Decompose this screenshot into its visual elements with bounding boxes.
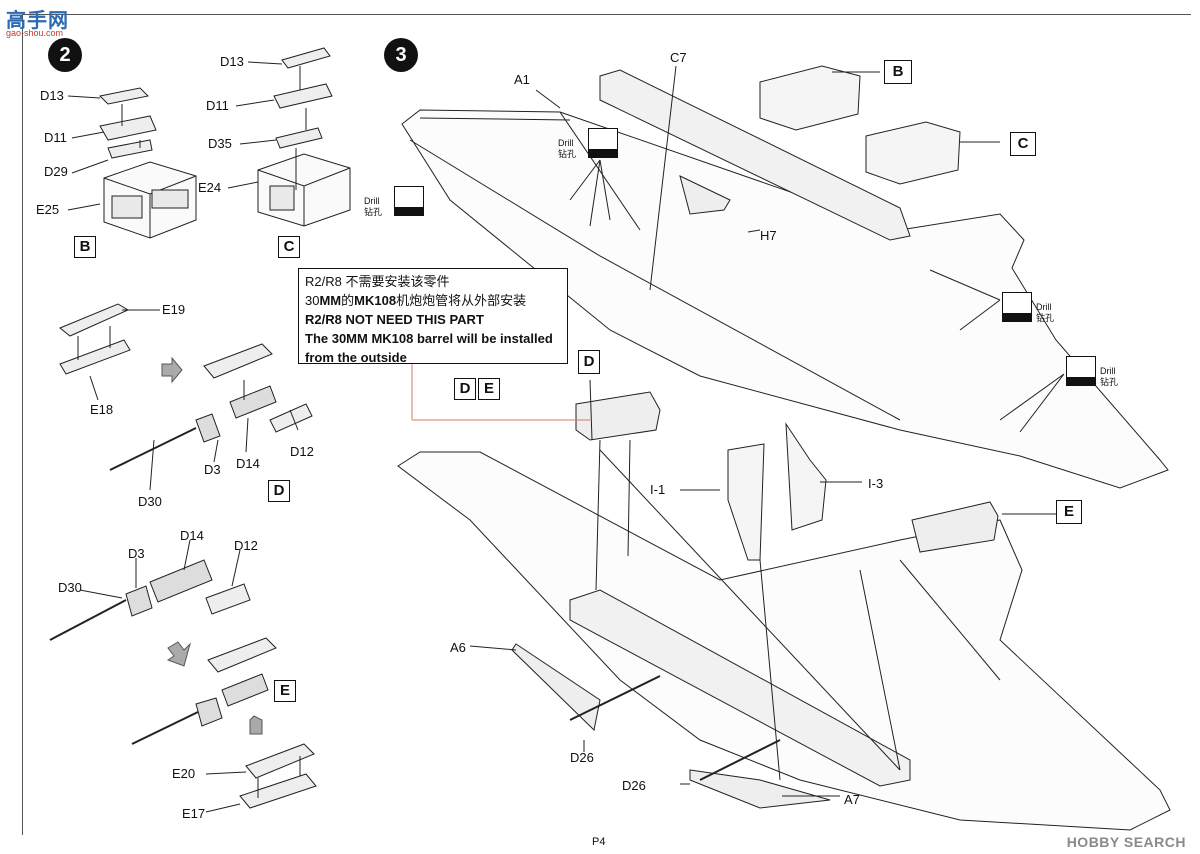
drill-text: Drill — [1036, 302, 1052, 312]
note-line-5: from the outside — [305, 350, 407, 365]
part-label-d26-a: D26 — [570, 750, 594, 765]
drill-text-cn: 钻孔 — [1036, 313, 1055, 323]
note-line-4: The 30MM MK108 barrel will be installed — [305, 331, 553, 346]
part-label-e20: E20 — [172, 766, 196, 781]
watermark: HOBBY SEARCH — [1066, 834, 1186, 850]
drill-icon — [1002, 292, 1032, 322]
gun-assembly-e-drawing — [49, 539, 317, 813]
part-label-a6: A6 — [450, 640, 466, 655]
part-label-a7: A7 — [844, 792, 860, 807]
part-label-c7: C7 — [670, 50, 687, 65]
part-label-e17: E17 — [182, 806, 206, 821]
part-label-d13: D13 — [40, 88, 64, 103]
step-number-3: 3 — [384, 38, 418, 72]
note-line-3: R2/R8 NOT NEED THIS PART — [305, 312, 484, 327]
callout-box-e-step2: E — [274, 680, 296, 702]
part-label-i3: I-3 — [868, 476, 884, 491]
callout-box-c: C — [278, 236, 300, 258]
site-logo-sub: gao-shou.com — [6, 28, 64, 38]
part-label-d11: D11 — [44, 130, 67, 145]
part-label-d30-b: D30 — [58, 580, 82, 595]
drill-icon — [394, 186, 424, 216]
gun-assembly-d-drawing — [109, 343, 313, 491]
note-line-1: R2/R8 不需要安装该零件 — [305, 274, 450, 289]
drill-icon — [1066, 356, 1096, 386]
callout-box-e-step3: E — [1056, 500, 1082, 524]
drill-text: Drill — [1100, 366, 1116, 376]
drill-text: Drill — [558, 138, 574, 148]
part-label-i1: I-1 — [650, 482, 666, 497]
part-label-d3-a: D3 — [204, 462, 221, 477]
part-label-e18: E18 — [90, 402, 114, 417]
page-frame — [22, 14, 1191, 835]
part-label-d26-b: D26 — [622, 778, 646, 793]
instruction-note: R2/R8 不需要安装该零件 30MM的MK108机炮炮管将从外部安装 R2/R… — [298, 268, 568, 365]
callout-box-b: B — [74, 236, 96, 258]
part-label-d14-b: D14 — [180, 528, 204, 543]
part-label-d35: D35 — [208, 136, 232, 151]
site-logo: 高手网 gao-shou.com — [4, 4, 74, 38]
upper-wing-drawing — [401, 65, 1169, 489]
callout-box-d-step3: D — [578, 350, 600, 374]
part-label-d14-a: D14 — [236, 456, 260, 471]
drill-text-cn: 钻孔 — [364, 207, 383, 217]
part-label-d29: D29 — [44, 164, 68, 179]
drill-text-cn: 钻孔 — [1100, 377, 1119, 387]
step-number-2: 2 — [48, 38, 82, 72]
part-label-d30-a: D30 — [138, 494, 162, 509]
site-logo-text: 高手网 — [6, 10, 69, 32]
drill-icon — [588, 128, 618, 158]
page-number: P4 — [592, 836, 606, 848]
callout-box-e-selector: E — [478, 378, 500, 400]
gun-bay-c-drawing — [227, 47, 351, 227]
part-label-a1: A1 — [514, 72, 530, 87]
gun-bay-b-drawing — [67, 87, 197, 239]
part-label-e25: E25 — [36, 202, 60, 217]
e19-e18-drawing — [59, 303, 160, 401]
part-label-d12-a: D12 — [290, 444, 314, 459]
part-label-d11-c: D11 — [206, 98, 229, 113]
part-label-d12-b: D12 — [234, 538, 258, 553]
part-label-h7: H7 — [760, 228, 777, 243]
note-line-2: 30MM的MK108机炮炮管将从外部安装 — [305, 293, 527, 308]
part-label-d3-b: D3 — [128, 546, 145, 561]
part-label-e24: E24 — [198, 180, 222, 195]
callout-box-c-step3: C — [1010, 132, 1036, 156]
drill-text: Drill — [364, 196, 380, 206]
part-label-e19: E19 — [162, 302, 186, 317]
callout-box-b-step3: B — [884, 60, 912, 84]
drill-text-cn: 钻孔 — [558, 149, 577, 159]
part-label-d13-c: D13 — [220, 54, 244, 69]
callout-box-d-step2: D — [268, 480, 290, 502]
callout-box-d-selector: D — [454, 378, 476, 400]
lower-wing-drawing — [397, 379, 1171, 831]
